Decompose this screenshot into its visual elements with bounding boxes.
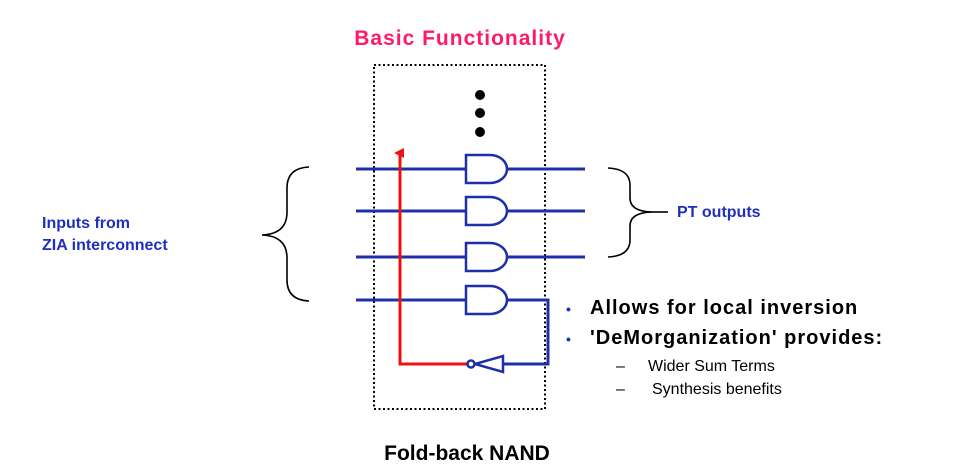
input-output-wires — [356, 167, 585, 302]
and-gates — [464, 153, 509, 316]
inputs-label-line2: ZIA interconnect — [42, 237, 168, 254]
diagram-caption: Fold-back NAND — [384, 442, 550, 465]
inputs-label-line1: Inputs from — [42, 215, 130, 232]
bullet-marker-1: • — [566, 301, 571, 317]
outputs-brace — [607, 167, 655, 258]
inputs-brace — [261, 166, 310, 302]
product-term-array-box — [373, 64, 546, 410]
bullet-marker-2: • — [566, 331, 571, 347]
fold-back-red-wire — [394, 148, 467, 366]
sub-marker-2: – — [616, 381, 625, 398]
sub-marker-1: – — [616, 358, 625, 375]
sub-item-2: Synthesis benefits — [652, 381, 782, 398]
feedback-loop-wire — [503, 298, 550, 366]
bullet-1: Allows for local inversion — [590, 297, 858, 319]
continuation-dots — [475, 90, 485, 137]
diagram-title: Basic Functionality — [354, 27, 566, 50]
inverter-gate — [466, 354, 505, 374]
bullet-2: 'DeMorganization' provides: — [590, 327, 883, 349]
and-gate-4 — [464, 284, 509, 316]
outputs-label: PT outputs — [677, 204, 761, 221]
and-gate-2 — [464, 195, 509, 227]
and-gate-3 — [464, 241, 509, 273]
and-gate-1 — [464, 153, 509, 185]
sub-item-1: Wider Sum Terms — [648, 358, 775, 375]
